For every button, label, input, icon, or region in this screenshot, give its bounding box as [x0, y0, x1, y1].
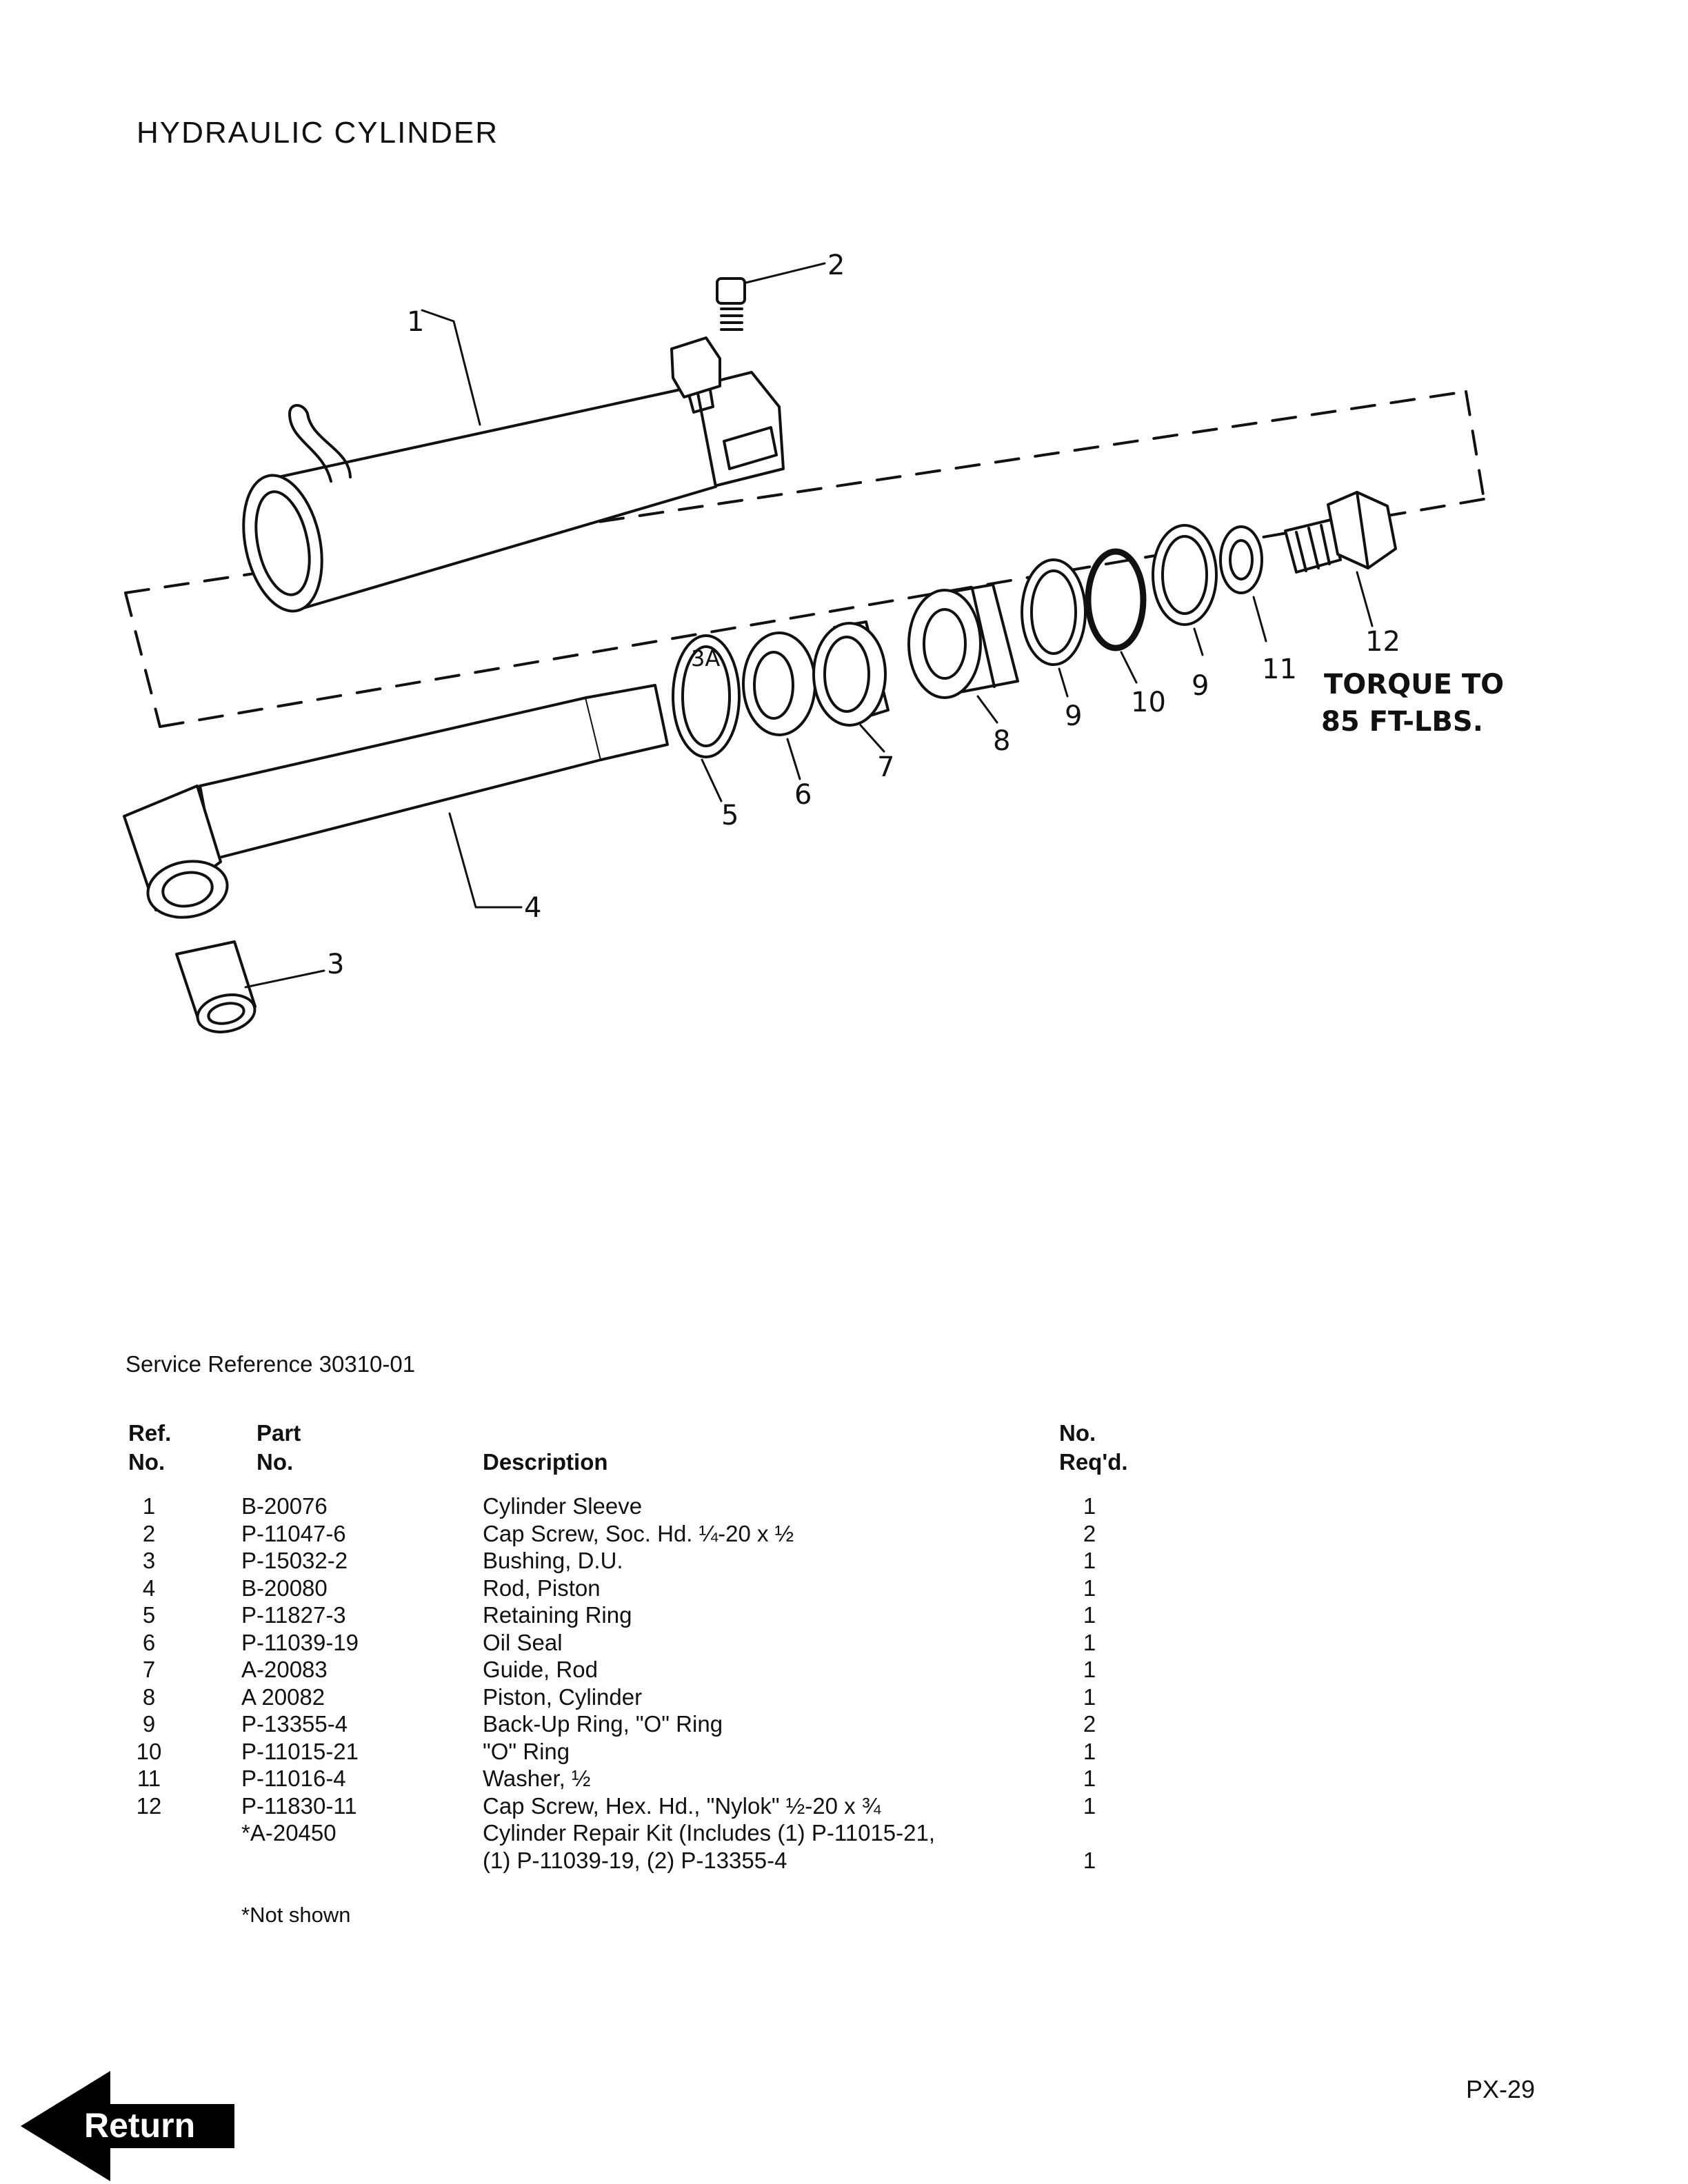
torque-note-line-2: 85 FT-LBS.: [1321, 706, 1483, 738]
callout-6: 6: [794, 779, 812, 811]
retaining-ring-part: [672, 634, 741, 758]
leader-lines: [244, 262, 1374, 989]
cylinder-sleeve-part: [242, 336, 785, 613]
exploded-parts-diagram: 1 2 3 3A 4 5 6 7 8 9 10 9 11 12 TORQUE T…: [123, 250, 1504, 1033]
callout-11: 11: [1262, 654, 1297, 685]
callout-7: 7: [877, 751, 894, 783]
header-ref-no: Ref.No.: [128, 1420, 172, 1475]
page-number: PX-29: [1466, 2075, 1536, 2103]
torque-note-line-1: TORQUE TO: [1324, 669, 1504, 700]
page-title: HYDRAULIC CYLINDER: [137, 116, 499, 150]
callout-9: 9: [1065, 700, 1082, 732]
header-description: Description: [483, 1449, 608, 1475]
callout-9-second: 9: [1192, 670, 1209, 702]
rod-guide-part: [812, 620, 890, 727]
footnote: *Not shown: [241, 1903, 351, 1927]
assembly-outline: [124, 390, 1485, 728]
return-label: Return: [84, 2106, 196, 2145]
callout-3: 3: [327, 949, 344, 980]
bushing-part: [175, 940, 257, 1033]
callout-8: 8: [993, 725, 1010, 757]
o-ring-part: [1085, 548, 1147, 651]
header-qty: No.Req'd.: [1059, 1420, 1128, 1475]
piston-part: [907, 583, 1019, 699]
piston-rod-part: [123, 684, 669, 919]
service-reference: Service Reference 30310-01: [125, 1351, 416, 1377]
callout-2: 2: [827, 250, 845, 281]
callout-3a: 3A: [691, 645, 720, 671]
washer-part: [1219, 525, 1263, 594]
hex-cap-screw-part: [1284, 491, 1397, 574]
callout-10: 10: [1131, 687, 1166, 718]
callout-1: 1: [407, 306, 424, 338]
return-button[interactable]: Return: [21, 2071, 241, 2181]
callout-12: 12: [1365, 626, 1400, 658]
left-arrow-icon: [21, 2071, 234, 2181]
callout-5: 5: [721, 800, 738, 831]
callout-4: 4: [524, 892, 541, 924]
cap-screw-part: [716, 277, 746, 331]
